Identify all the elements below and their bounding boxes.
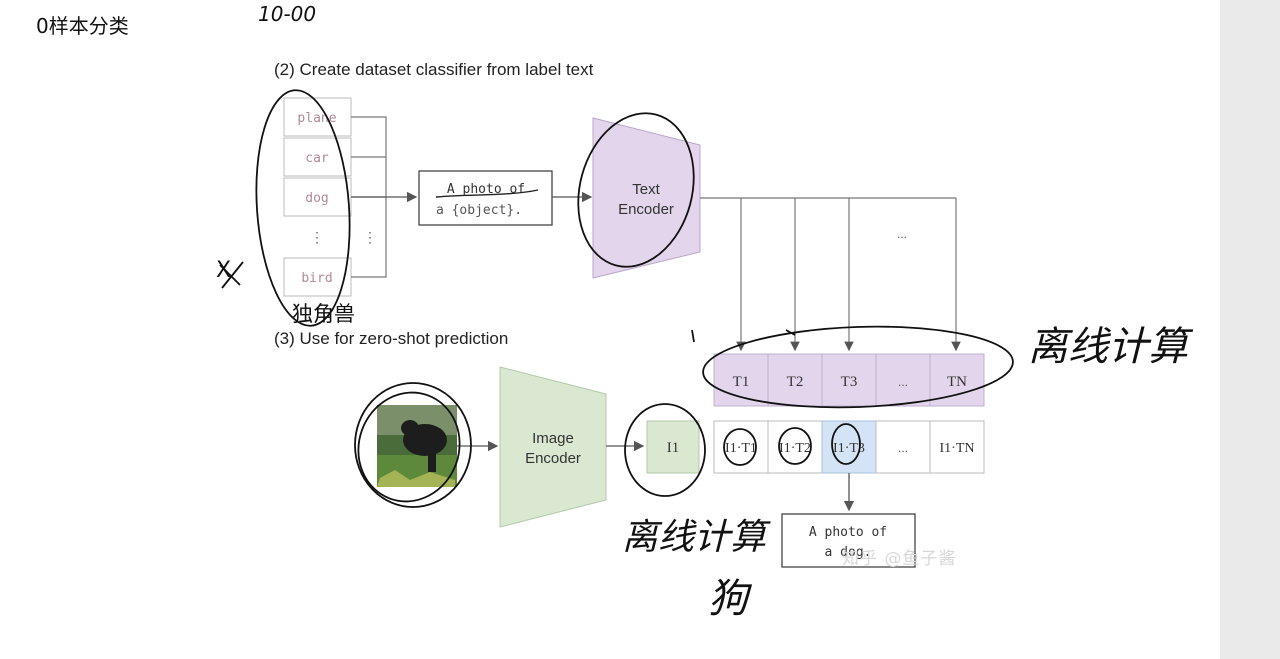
text-encoder-fanout	[700, 197, 961, 352]
token-t3: T3	[841, 374, 858, 390]
result-line2: a dog.	[825, 545, 872, 560]
product-ellipsis: ...	[898, 441, 908, 455]
circle-product-2	[778, 427, 812, 465]
tick-marks	[691, 329, 796, 343]
circle-labels	[255, 89, 351, 327]
token-t1: T1	[733, 374, 750, 390]
input-photo	[377, 405, 457, 487]
circle-photo-2	[357, 391, 461, 503]
circle-text-encoder	[577, 112, 695, 268]
circle-product-3	[831, 423, 861, 465]
template-box: A photo of a {object}.	[418, 170, 553, 226]
handwritten-scribble-top: 10-00	[258, 2, 317, 26]
label-vdots: ⋮	[310, 229, 324, 245]
text-encoder-label1: Text	[632, 181, 660, 198]
similarity-row: I1·T1 I1·T2 I1·T3 ... I1·TN	[713, 420, 985, 474]
handwritten-unicorn: 独角兽	[292, 302, 355, 326]
token-t2: T2	[787, 374, 804, 390]
result-line1: A photo of	[809, 525, 887, 540]
handwritten-note-right: 离线计算	[1028, 324, 1188, 370]
template-line2: a {object}.	[436, 203, 522, 218]
handwritten-note-bottom: 离线计算	[622, 517, 767, 558]
label-car: car	[305, 151, 329, 166]
page-title: 0样本分类	[36, 14, 129, 38]
label-bird: bird	[301, 271, 332, 286]
image-encoder: Image Encoder	[499, 366, 607, 528]
handwritten-x-stroke	[219, 261, 244, 289]
handwritten-x: X	[216, 258, 232, 283]
section2-title: (2) Create dataset classifier from label…	[274, 60, 594, 79]
text-token-row: T1 T2 T3 ... TN	[713, 353, 985, 407]
product-1: I1·T1	[725, 441, 757, 456]
circle-photo-1	[354, 382, 472, 508]
image-encoder-label1: Image	[532, 430, 574, 447]
watermark: 知乎 @鱼子酱	[842, 549, 957, 569]
fanout-ellipsis: ...	[897, 227, 907, 241]
result-box: A photo of a dog.	[781, 513, 916, 568]
image-token-label: I1	[667, 440, 680, 456]
product-n: I1·TN	[940, 441, 975, 456]
text-encoder: Text Encoder	[592, 117, 701, 279]
label-dog: dog	[305, 191, 328, 206]
label-vdots-right: ⋮	[363, 229, 377, 245]
token-ellipsis: ...	[898, 375, 908, 389]
text-encoder-label2: Encoder	[618, 201, 674, 218]
label-list: plane car dog ⋮ ⋮ bird	[283, 97, 418, 297]
label-plane: plane	[297, 111, 336, 126]
image-encoder-label2: Encoder	[525, 450, 581, 467]
circle-image-token	[624, 403, 706, 497]
circle-product-1	[723, 428, 757, 466]
product-2: I1·T2	[779, 441, 811, 456]
token-tn: TN	[947, 374, 967, 390]
handwritten-annotations	[219, 89, 1014, 508]
side-panel	[1220, 0, 1280, 659]
handwritten-dog: 狗	[708, 576, 748, 622]
label-box-plane	[283, 97, 352, 137]
section3-title: (3) Use for zero-shot prediction	[274, 329, 509, 348]
product-3: I1·T3	[833, 441, 865, 456]
circle-text-tokens	[702, 325, 1014, 409]
image-token: I1	[646, 420, 700, 474]
